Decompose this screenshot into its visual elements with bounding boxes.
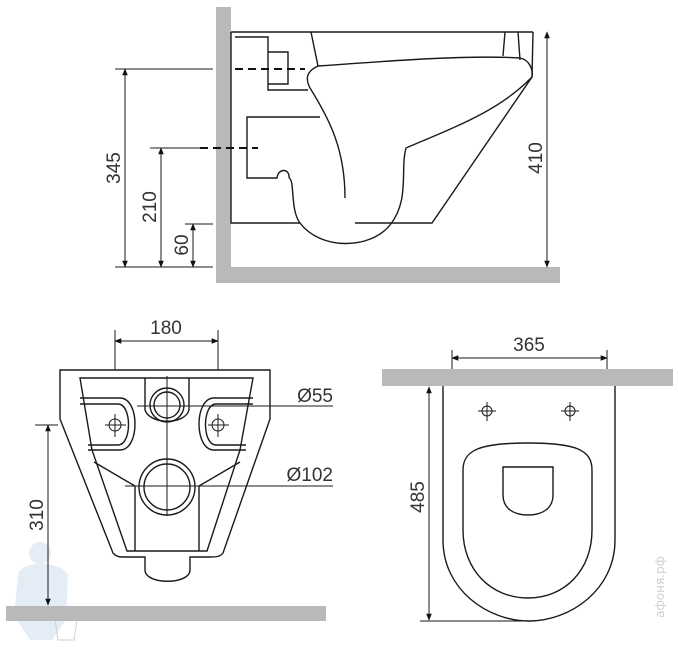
extension-lines	[115, 68, 213, 268]
bowl-trap	[306, 65, 346, 199]
lid-hinge-cover	[502, 466, 554, 516]
dim-label-410: 410	[526, 142, 547, 174]
plumber-logo	[14, 542, 81, 641]
right-bolt-crosshair	[561, 402, 579, 421]
center-lines	[125, 376, 333, 516]
dim-label-345: 345	[104, 152, 125, 184]
dim-label-inlet: Ø55	[297, 386, 333, 407]
right-mount-slot	[198, 397, 253, 451]
floor	[216, 267, 560, 283]
frame-outline	[230, 31, 534, 224]
bowl-outline	[442, 386, 616, 622]
seat-outline	[462, 442, 593, 599]
dim-label-485: 485	[408, 481, 429, 513]
wall	[382, 369, 673, 386]
extension-lines	[114, 330, 219, 370]
wall	[216, 7, 231, 283]
dim-label-210: 210	[140, 191, 161, 223]
dim-label-60: 60	[172, 234, 193, 255]
left-bolt-crosshair	[105, 414, 126, 437]
extension-lines	[420, 350, 608, 622]
bowl-outline	[59, 369, 271, 582]
right-bolt-crosshair	[208, 414, 229, 437]
dim-label-365: 365	[513, 335, 545, 356]
cistern-connector	[235, 36, 308, 91]
front-view: 180 Ø55 Ø102 310	[6, 318, 333, 641]
watermark: афоня.рф	[653, 556, 667, 618]
dim-label-outlet: Ø102	[287, 465, 333, 486]
side-view: 410 345 210 60	[104, 7, 560, 283]
drain-connector	[246, 116, 320, 179]
dim-label-180: 180	[150, 318, 182, 339]
bowl-top	[310, 31, 521, 67]
floor	[6, 606, 326, 621]
left-bolt-crosshair	[478, 402, 496, 421]
bowl-body	[288, 56, 533, 245]
left-mount-slot	[80, 397, 136, 451]
top-view: 365 485	[382, 335, 673, 622]
dim-label-310: 310	[27, 499, 48, 531]
